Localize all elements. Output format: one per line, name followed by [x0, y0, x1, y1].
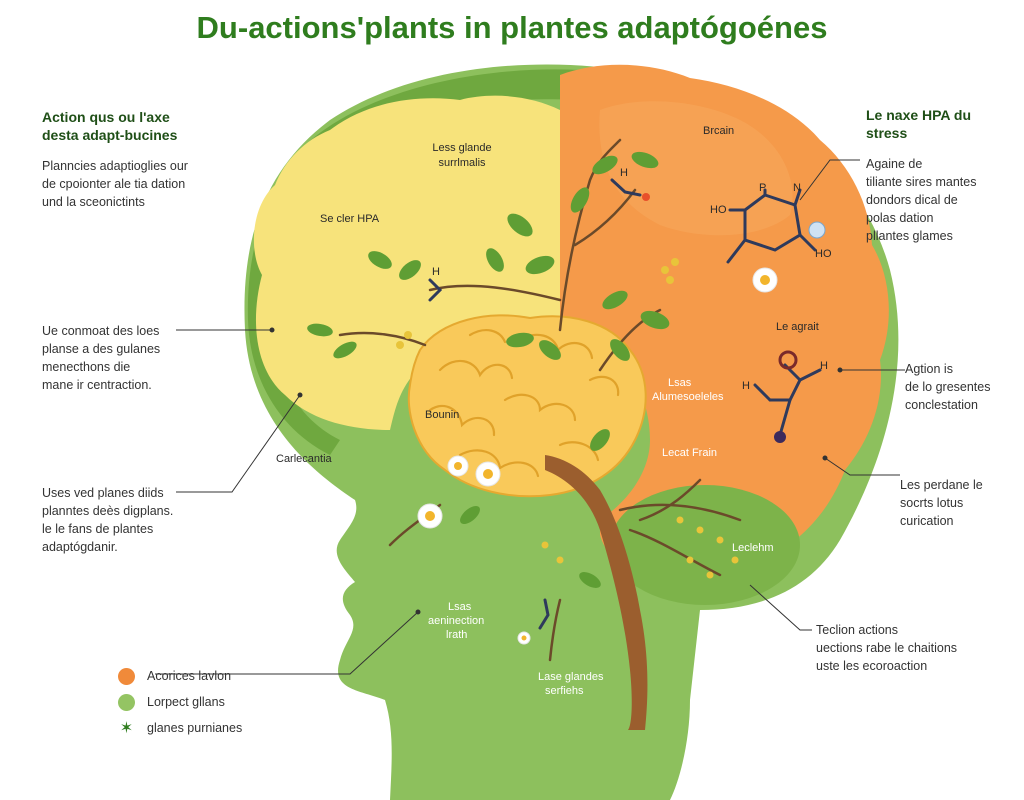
note-line: le le fans de plantes [42, 522, 154, 536]
right-heading-line: Le naxe HPA du [866, 107, 972, 123]
note-line: uections rabe le chaitions [816, 641, 958, 655]
leaves [307, 151, 670, 588]
molecule-atom-labels: P N HO HO H H H H [432, 167, 832, 392]
atom-label: H [742, 380, 750, 392]
leaf-star-icon: ✶ [119, 720, 134, 737]
label-brain-center: Bounin [425, 409, 459, 421]
label-center-right-2: Alumesoeleles [652, 391, 724, 403]
legend-label: Lorpect gllans [147, 695, 225, 709]
note-line: adaptógdanir. [42, 540, 118, 554]
note-line: pllantes glames [866, 229, 953, 243]
molecule-node-purple [774, 431, 786, 443]
label-leclehm: Leclehm [732, 542, 774, 554]
white-flowers [417, 267, 778, 645]
note-line: conclestation [905, 398, 978, 412]
right-note-2: Agtion is de lo gresentes conclestation [905, 360, 990, 414]
right-heading: Le naxe HPA du stress [866, 106, 971, 142]
yellow-buds [396, 258, 739, 579]
molecule-node-red [778, 350, 798, 370]
legend: Acorices lavlon Lorpect gllans ✶ glanes … [118, 663, 242, 741]
right-heading-line: stress [866, 125, 908, 141]
page-title: Du-actions'plants in plantes adaptógoéne… [196, 10, 828, 45]
atom-label: HO [815, 248, 832, 260]
legend-label: glanes purnianes [147, 721, 243, 735]
note-line: mane ir centraction. [42, 378, 152, 392]
right-note-3: Les perdane le socrts lotus curication [900, 476, 983, 530]
note-line: Againe de [866, 157, 923, 171]
left-note-3: Uses ved planes diids planntes deès digp… [42, 484, 173, 556]
orange-lobe-highlight [599, 101, 793, 236]
note-line: de cpoionter ale tia dation [42, 177, 186, 191]
note-line: Les perdane le [900, 478, 983, 492]
label-glands-top-1: Less glande [432, 142, 491, 154]
label-neck-2: aeninection [428, 615, 484, 627]
right-note-4: Teclion actions uections rabe le chaitio… [816, 621, 957, 675]
atom-label: H [620, 167, 628, 179]
left-note-1: Planncies adaptioglies our de cpoionter … [42, 157, 188, 211]
note-line: uste les ecoroaction [816, 659, 928, 673]
note-line: und la sceonictints [42, 195, 145, 209]
legend-item-green: Lorpect gllans [118, 689, 242, 715]
note-line: Ue conmoat des loes [42, 324, 160, 338]
left-heading: Action qus ou l'axe desta adapt-bucines [42, 108, 177, 144]
right-note-1: Againe de tiliante sires mantes dondors … [866, 155, 976, 245]
label-neck-3: lrath [446, 629, 467, 641]
label-le-agrait: Le agrait [776, 321, 819, 333]
note-line: de lo gresentes [905, 380, 991, 394]
label-center-right-1: Lsas [668, 377, 692, 389]
legend-swatch-green [118, 693, 135, 711]
label-brain-right: Brcain [703, 125, 734, 137]
label-lecat-frain: Lecat Frain [662, 447, 717, 459]
legend-swatch-orange [118, 667, 135, 685]
label-cortex: Carlecantia [276, 453, 333, 465]
left-heading-line: Action qus ou l'axe [42, 109, 170, 125]
atom-label: H [432, 266, 440, 278]
legend-label: Acorices lavlon [147, 669, 232, 683]
yellow-hemisphere [253, 95, 560, 431]
note-line: socrts lotus [900, 496, 964, 510]
note-line: Agtion is [905, 362, 953, 376]
atom-label: H [820, 360, 828, 372]
note-line: Planncies adaptioglies our [42, 159, 188, 173]
atom-label: P [759, 182, 766, 194]
label-glandes-bottom-2: serfiehs [545, 685, 584, 697]
note-line: dondors dical de [866, 193, 958, 207]
note-line: curication [900, 514, 954, 528]
leader-lines [155, 159, 905, 675]
left-heading-line: desta adapt-bucines [42, 127, 178, 143]
tree-trunk [545, 455, 648, 730]
brain-folds [428, 329, 620, 478]
note-line: menecthons die [42, 360, 131, 374]
label-glands-top-2: surrlmalis [438, 157, 486, 169]
diagram-labels: Less glande surrlmalis Se cler HPA Brcai… [276, 125, 819, 697]
legend-item-star: ✶ glanes purnianes [118, 715, 242, 741]
note-line: polas dation [866, 211, 934, 225]
note-line: tiliante sires mantes [866, 175, 977, 189]
note-line: Uses ved planes diids [42, 486, 164, 500]
label-glandes-bottom-1: Lase glandes [538, 671, 604, 683]
label-neck-1: Lsas [448, 601, 472, 613]
note-line: planntes deès digplans. [42, 504, 174, 518]
atom-label: N [793, 182, 801, 194]
cerebellum-lobe [610, 485, 800, 605]
molecule-node-blue [808, 221, 826, 239]
atom-label: HO [710, 204, 727, 216]
note-line: planse a des gulanes [42, 342, 161, 356]
label-hpa: Se cler HPA [320, 213, 380, 225]
molecule-node-orange [642, 193, 650, 201]
legend-item-orange: Acorices lavlon [118, 663, 242, 689]
note-line: Teclion actions [816, 623, 898, 637]
molecule-structure [428, 178, 822, 630]
left-note-2: Ue conmoat des loes planse a des gulanes… [42, 322, 160, 394]
